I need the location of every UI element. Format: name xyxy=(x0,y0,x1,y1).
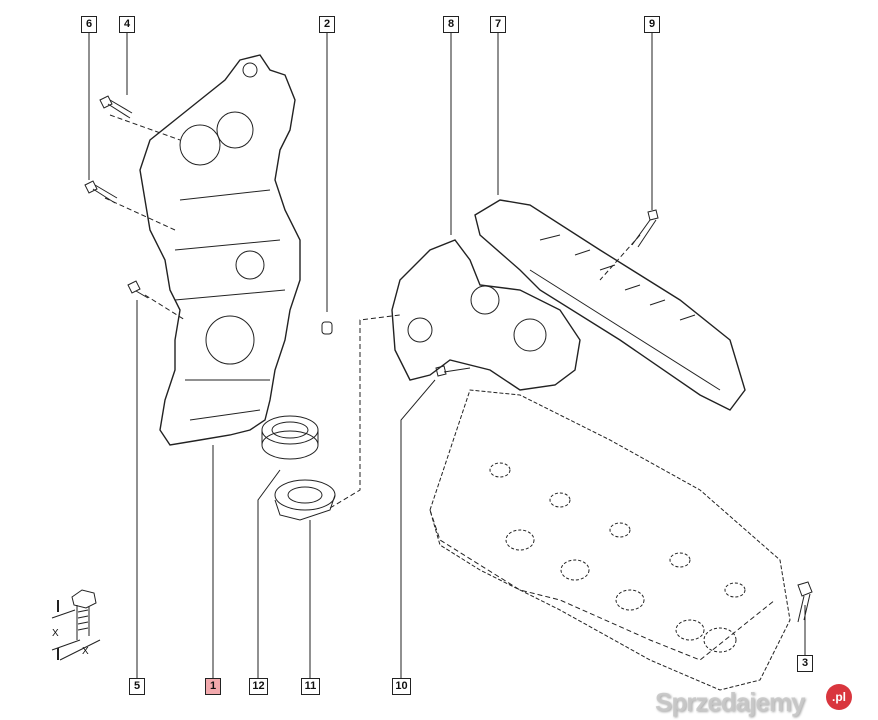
bolt-3 xyxy=(797,581,813,623)
oil-seal-12 xyxy=(261,415,319,460)
callout-6[interactable]: 6 xyxy=(81,16,97,33)
bolt-legend-dim-x-vertical: X xyxy=(52,628,59,639)
callout-4[interactable]: 4 xyxy=(119,16,135,33)
manifold-7 xyxy=(474,199,746,411)
bolt-dimension-legend-icon xyxy=(51,589,101,661)
bolt-5 xyxy=(127,280,149,299)
housing-8 xyxy=(391,239,581,391)
leader-12 xyxy=(257,469,281,678)
callout-10[interactable]: 10 xyxy=(392,678,411,695)
bolt-9 xyxy=(631,209,659,248)
seal-11 xyxy=(274,479,336,521)
callout-7[interactable]: 7 xyxy=(490,16,506,33)
callout-2[interactable]: 2 xyxy=(319,16,335,33)
callout-8[interactable]: 8 xyxy=(443,16,459,33)
callout-11[interactable]: 11 xyxy=(301,678,320,695)
callout-9[interactable]: 9 xyxy=(644,16,660,33)
bolt-6 xyxy=(84,180,118,204)
bolt-legend-dim-x-horizontal: X xyxy=(82,646,89,657)
callout-12[interactable]: 12 xyxy=(249,678,268,695)
leader-10 xyxy=(400,379,436,678)
dowel-2 xyxy=(321,321,333,335)
timing-cover xyxy=(139,54,301,446)
callout-3[interactable]: 3 xyxy=(797,655,813,672)
bolt-4 xyxy=(99,95,133,119)
watermark-text: Sprzedajemy xyxy=(655,687,805,717)
callout-5[interactable]: 5 xyxy=(129,678,145,695)
cylinder-head xyxy=(429,389,791,691)
watermark-badge: .pl xyxy=(826,684,852,710)
callout-1-highlighted[interactable]: 1 xyxy=(205,678,221,695)
